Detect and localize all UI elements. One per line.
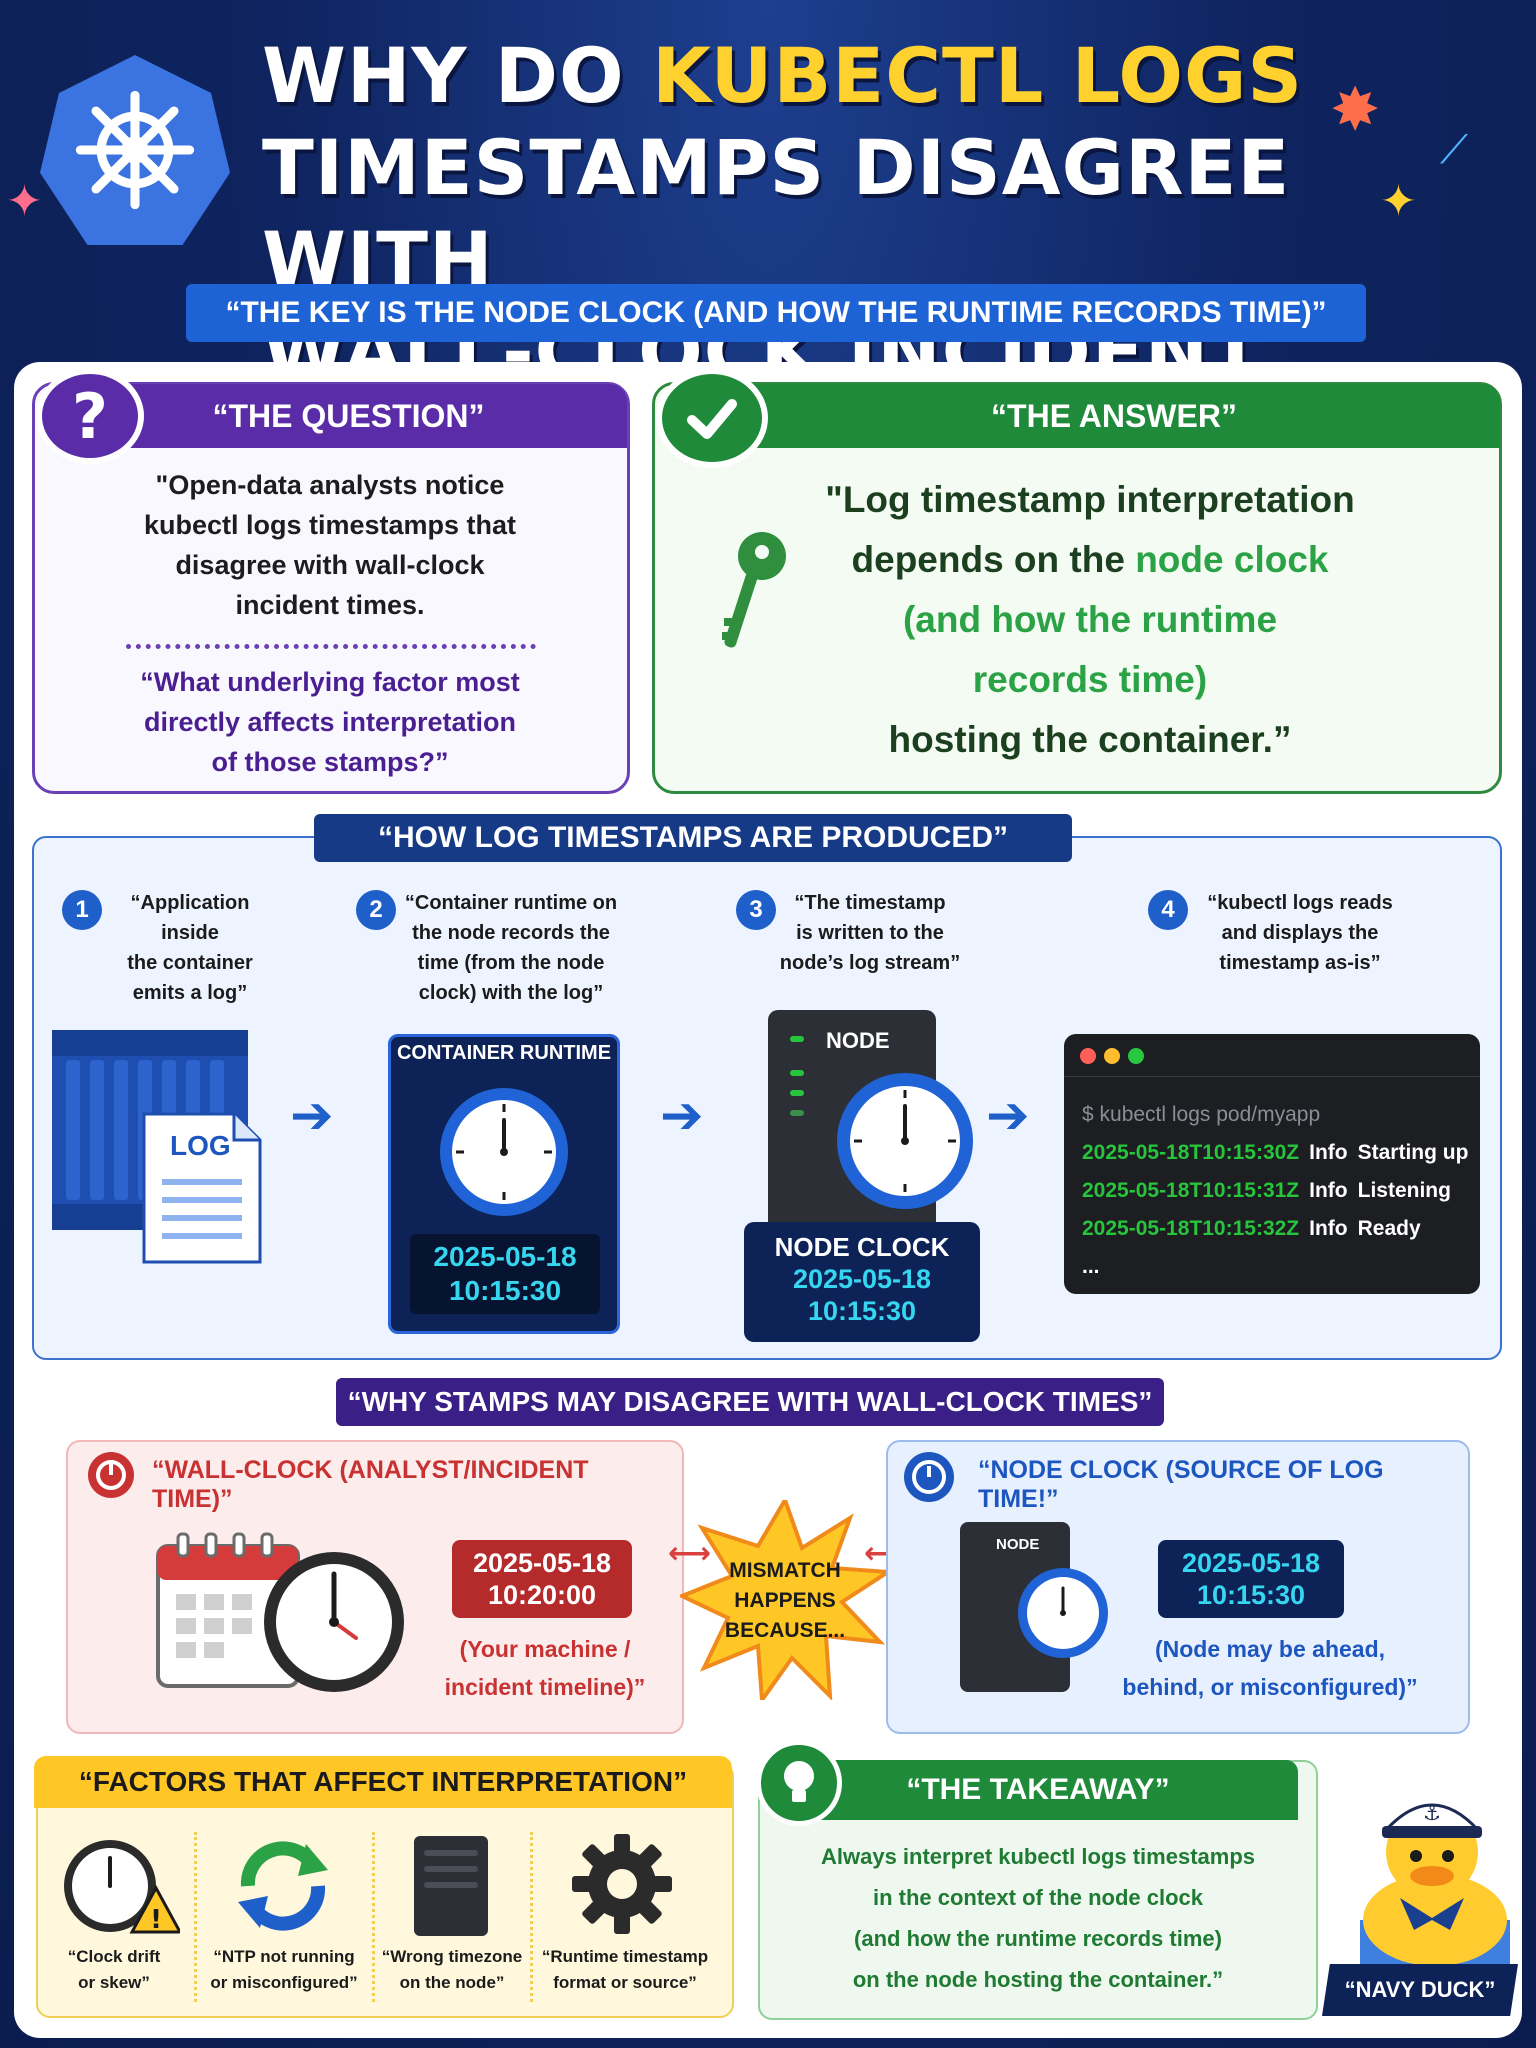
answer-body: "Log timestamp interpretation depends on… xyxy=(825,479,1355,760)
node-clock-panel: NODE CLOCK 2025-05-18 10:15:30 xyxy=(744,1222,980,1342)
status-light-icon xyxy=(790,1036,804,1042)
svg-text:⚓: ⚓ xyxy=(1423,1801,1441,1825)
question-heading: “THE QUESTION” xyxy=(70,384,627,448)
title-highlight: KUBECTL LOGS xyxy=(652,31,1304,120)
runtime-label: CONTAINER RUNTIME xyxy=(396,1042,612,1064)
node-label: NODE xyxy=(826,1028,890,1053)
clock-icon xyxy=(436,1084,572,1224)
wall-clock-heading: “WALL-CLOCK (ANALYST/INCIDENT TIME)” xyxy=(152,1456,589,1513)
check-icon xyxy=(656,368,768,468)
mascot-label: “NAVY DUCK” xyxy=(1322,1964,1518,2016)
log-document-icon: LOG xyxy=(142,1112,262,1264)
key-icon xyxy=(722,528,792,662)
duck-mascot-icon: ⚓ xyxy=(1340,1770,1520,1974)
factor-divider xyxy=(530,1832,533,2002)
sync-icon xyxy=(228,1834,338,1942)
gear-icon xyxy=(570,1832,674,1940)
node-clock-heading: “NODE CLOCK (SOURCE OF LOG TIME!” xyxy=(978,1456,1384,1513)
server-icon xyxy=(414,1836,488,1936)
terminal-output: $ kubectl logs pod/myapp 2025-05-18T10:1… xyxy=(1082,1096,1468,1286)
flow-heading: “HOW LOG TIMESTAMPS ARE PRODUCED” xyxy=(314,814,1072,862)
calendar-clock-icon xyxy=(156,1526,406,1710)
node-timestamp-date: 2025-05-18 xyxy=(792,1264,932,1294)
terminal-divider xyxy=(1064,1076,1480,1077)
terminal-command: $ kubectl logs pod/myapp xyxy=(1082,1103,1321,1126)
arrow-right-icon: ➔ xyxy=(660,1086,704,1146)
answer-heading: “THE ANSWER” xyxy=(728,384,1500,448)
terminal-ellipsis: ... xyxy=(1082,1255,1100,1278)
mini-node-label: NODE xyxy=(996,1536,1040,1553)
kubernetes-logo xyxy=(40,55,230,245)
node-clock-label: NODE CLOCK xyxy=(774,1232,950,1262)
answer-highlight: node clock xyxy=(1135,539,1329,580)
red-arrows-icon: ⟷ xyxy=(668,1536,712,1571)
factor-divider xyxy=(194,1832,197,2002)
question-body: "Open-data analysts notice kubectl logs … xyxy=(143,470,517,620)
spark-decoration-icon: ⟋ xyxy=(1440,127,1468,173)
maximize-dot-icon[interactable] xyxy=(1128,1048,1144,1064)
mismatch-burst-icon xyxy=(677,1495,895,1706)
close-dot-icon[interactable] xyxy=(1080,1048,1096,1064)
svg-text:!: ! xyxy=(150,1905,162,1935)
step-number: 2 xyxy=(356,890,396,930)
lightbulb-icon xyxy=(756,1740,842,1826)
clock-icon xyxy=(834,1070,976,1216)
clock-warning-icon: ! xyxy=(60,1836,183,1940)
subtitle-banner: “THE KEY IS THE NODE CLOCK (AND HOW THE … xyxy=(186,284,1366,342)
step-number: 1 xyxy=(62,890,102,930)
dotted-divider xyxy=(126,644,536,649)
question-subtext: “What underlying factor most directly af… xyxy=(140,667,520,777)
factors-heading: “FACTORS THAT AFFECT INTERPRETATION” xyxy=(34,1756,732,1808)
helm-wheel-icon xyxy=(75,90,195,210)
step-number: 4 xyxy=(1148,890,1188,930)
status-light-icon xyxy=(790,1110,804,1116)
spark-decoration-icon: ✸ xyxy=(1330,75,1381,145)
step-number: 3 xyxy=(736,890,776,930)
answer-card xyxy=(652,382,1502,794)
arrow-right-icon: ➔ xyxy=(986,1086,1030,1146)
status-light-icon xyxy=(790,1090,804,1096)
spark-decoration-icon: ✦ xyxy=(1380,176,1417,227)
clock-icon xyxy=(902,1450,956,1508)
node-clock-note: (Node may be ahead,behind, or misconfigu… xyxy=(1122,1636,1418,1700)
spark-decoration-icon: ✦ xyxy=(6,176,43,227)
mismatch-heading: “WHY STAMPS MAY DISAGREE WITH WALL-CLOCK… xyxy=(336,1378,1164,1426)
takeaway-heading: “THE TAKEAWAY” xyxy=(778,1760,1298,1820)
clock-icon xyxy=(1016,1566,1110,1664)
question-mark-icon: ? xyxy=(36,368,144,464)
wall-clock-note: (Your machine /incident timeline)” xyxy=(444,1636,646,1700)
takeaway-body: Always interpret kubectl logs timestamps… xyxy=(820,1844,1256,1992)
log-label: LOG xyxy=(170,1130,231,1161)
node-timestamp-time: 10:15:30 xyxy=(807,1296,917,1326)
power-clock-icon xyxy=(86,1450,136,1504)
arrow-right-icon: ➔ xyxy=(290,1086,334,1146)
factor-divider xyxy=(372,1832,375,2002)
minimize-dot-icon[interactable] xyxy=(1104,1048,1120,1064)
question-card xyxy=(32,382,630,794)
terminal-window: $ kubectl logs pod/myapp 2025-05-18T10:1… xyxy=(1064,1034,1480,1294)
status-light-icon xyxy=(790,1070,804,1076)
